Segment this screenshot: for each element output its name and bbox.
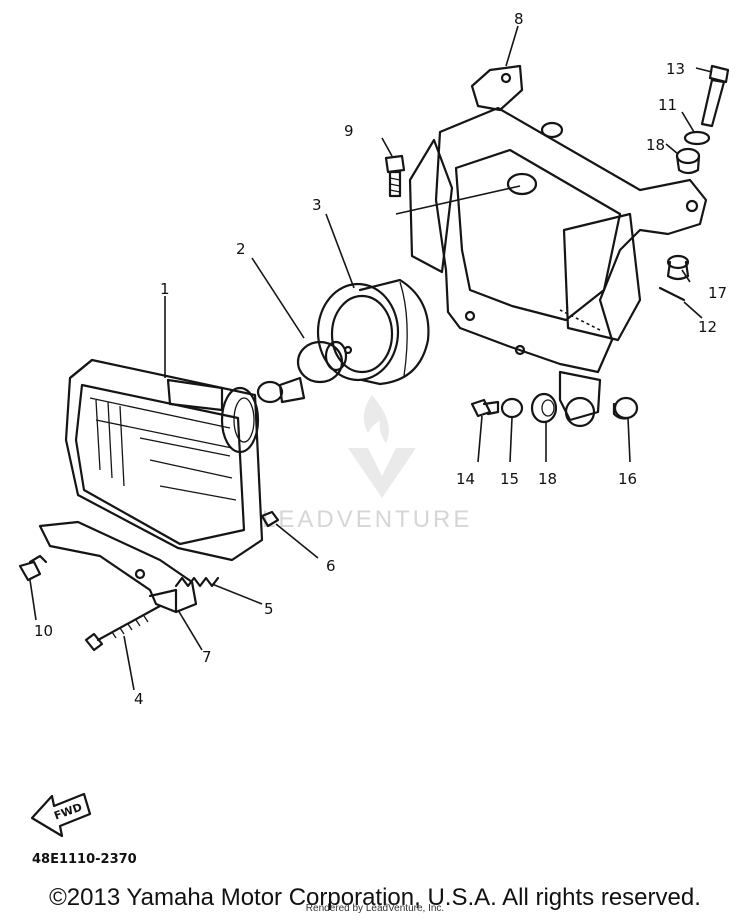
grommet-18-top — [675, 147, 701, 175]
spring-5 — [174, 576, 220, 588]
screw-10 — [18, 554, 48, 582]
callout-10: 10 — [34, 622, 53, 640]
callout-6: 6 — [326, 557, 336, 575]
callout-15: 15 — [500, 470, 519, 488]
adjuster-plate-7 — [38, 520, 198, 614]
bolt-14 — [470, 398, 500, 418]
callout-18a: 18 — [646, 136, 665, 154]
washer-15 — [500, 397, 524, 419]
callout-1: 1 — [160, 280, 170, 298]
diagram-code: 48E1110-2370 — [32, 852, 137, 867]
clip-12 — [658, 286, 686, 302]
washer-11 — [683, 130, 711, 146]
callout-18b: 18 — [538, 470, 557, 488]
callout-3: 3 — [312, 196, 322, 214]
callout-9: 9 — [344, 122, 354, 140]
callout-12: 12 — [698, 318, 717, 336]
fwd-arrow-icon: FWD — [30, 792, 92, 838]
callout-16: 16 — [618, 470, 637, 488]
headlight-bracket — [408, 64, 708, 428]
watermark-text: LEADVENTURE — [262, 506, 472, 533]
bolt-13 — [700, 64, 730, 128]
grommet-18-bottom — [530, 392, 558, 424]
collar-16 — [612, 396, 639, 420]
bolt-9 — [384, 154, 406, 198]
collar-17 — [666, 254, 690, 281]
headlight-bulb — [256, 340, 353, 404]
callout-14: 14 — [456, 470, 475, 488]
rendered-by-text: Rendered by LeadVenture, Inc. — [305, 903, 445, 914]
callout-17: 17 — [708, 284, 727, 302]
callout-4: 4 — [134, 690, 144, 708]
callout-13: 13 — [666, 60, 685, 78]
watermark-logo — [348, 395, 416, 498]
callout-2: 2 — [236, 240, 246, 258]
nut-6 — [260, 510, 280, 528]
leader-lines — [29, 25, 713, 691]
callout-8: 8 — [514, 10, 524, 28]
adjusting-screw-4 — [84, 604, 162, 652]
bulb-socket-cover — [316, 278, 430, 386]
copyright-notice: ©2013 Yamaha Motor Corporation, U.S.A. A… — [49, 884, 701, 911]
headlight-unit — [64, 358, 264, 562]
callout-7: 7 — [202, 648, 212, 666]
callout-5: 5 — [264, 600, 274, 618]
callout-11: 11 — [658, 96, 677, 114]
callouts: 1 2 3 4 5 6 7 8 9 10 11 12 13 14 15 16 1… — [34, 10, 727, 708]
